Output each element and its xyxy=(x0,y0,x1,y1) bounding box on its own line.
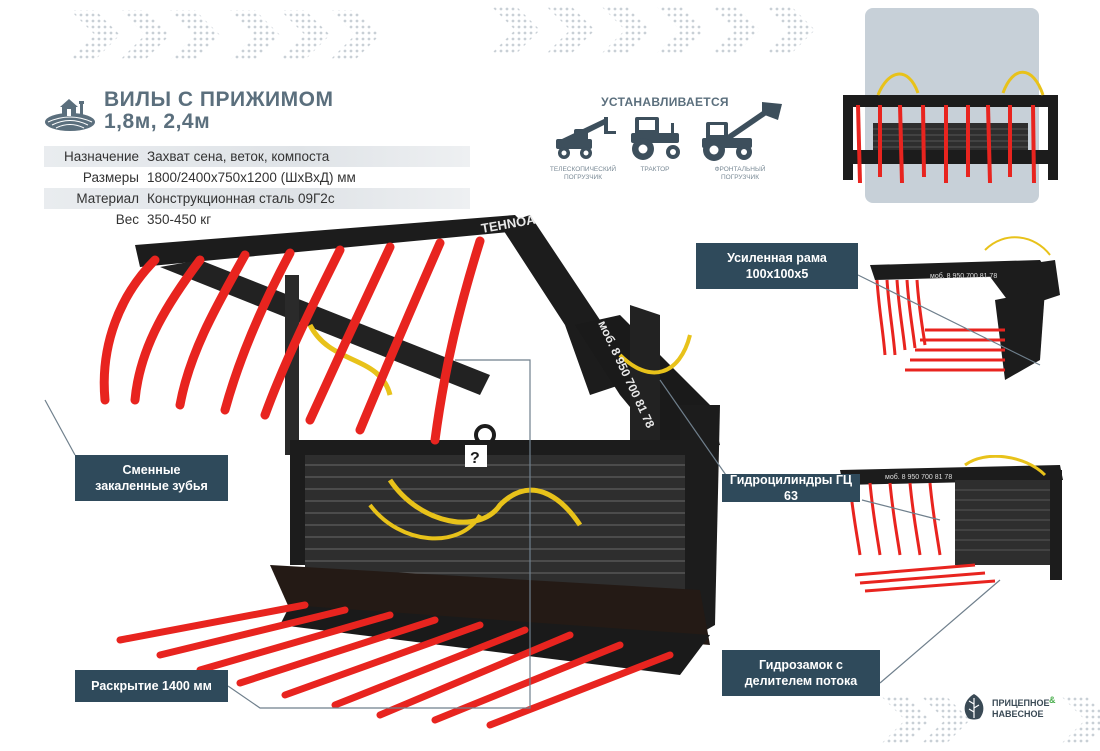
side-phone-text: моб. 8 950 700 81 78 xyxy=(930,272,997,280)
callout-replaceable-teeth: Сменные закаленные зубья xyxy=(75,455,228,501)
spec-row-material: Материал Конструкционная сталь 09Г2с xyxy=(44,188,470,209)
farm-icon xyxy=(45,99,95,131)
page-title: ВИЛЫ С ПРИЖИМОМ xyxy=(104,88,334,111)
svg-text:?: ? xyxy=(470,450,480,467)
side-image-side: моб. 8 950 700 81 78 xyxy=(870,236,1060,380)
callout-reinforced-frame: Усиленная рама 100х100х5 xyxy=(696,243,858,289)
brand-leaf-icon xyxy=(964,694,984,720)
caption-line: ПОГРУЗЧИК xyxy=(563,174,602,181)
brand-name-line1: ПРИЦЕПНОЕ xyxy=(992,698,1050,708)
product-markings: TEHNOA моб. 8 950 700 81 78 xyxy=(480,212,658,431)
decorative-chevrons-top xyxy=(70,5,815,60)
telehandler-icon xyxy=(556,117,616,159)
callout-text: Усиленная рама xyxy=(727,251,827,265)
spec-value: 1800/2400х750х1200 (ШхВхД) мм xyxy=(147,170,356,185)
callout-hydro-lock: Гидрозамок с делителем потока xyxy=(722,650,880,696)
callout-opening: Раскрытие 1400 мм xyxy=(75,670,228,702)
caption-line: ФРОНТАЛЬНЫЙ xyxy=(714,166,766,173)
side-image-perspective: моб. 8 950 700 81 78 xyxy=(840,455,1063,593)
spec-value: Захват сена, веток, компоста xyxy=(147,149,330,164)
spec-label: Материал xyxy=(76,191,139,206)
callout-text: Сменные xyxy=(122,463,181,477)
spec-row-purpose: Назначение Захват сена, веток, компоста xyxy=(44,146,470,167)
callout-hydro-cylinders: Гидроцилиндры ГЦ 63 xyxy=(722,473,860,503)
page-subtitle: 1,8м, 2,4м xyxy=(104,110,211,133)
tractor-caption: ТРАКТОР xyxy=(620,166,690,174)
spec-row-weight: Вес 350-450 кг xyxy=(44,209,470,230)
brand-logo: ПРИЦЕПНОЕ & НАВЕСНОЕ xyxy=(960,690,1090,730)
spec-label: Размеры xyxy=(82,170,139,185)
caption-line: ПОГРУЗЧИК xyxy=(720,174,759,181)
perspective-phone-text: моб. 8 950 700 81 78 xyxy=(885,473,952,481)
installs-heading: УСТАНАВЛИВАЕТСЯ xyxy=(601,95,729,109)
side-image-front xyxy=(843,70,1058,184)
callout-text: Раскрытие 1400 мм xyxy=(91,679,212,693)
front-loader-caption: ФРОНТАЛЬНЫЙ ПОГРУЗЧИК xyxy=(695,166,785,182)
callout-text: делителем потока xyxy=(744,674,858,688)
callout-text: Гидрозамок с xyxy=(759,658,843,672)
tractor-icon xyxy=(631,117,680,160)
callout-text: Гидроцилиндры ГЦ 63 xyxy=(729,473,853,503)
caption-line: ТЕЛЕСКОПИЧЕСКИЙ xyxy=(549,166,617,173)
title-block: ВИЛЫ С ПРИЖИМОМ 1,8м, 2,4м xyxy=(44,88,484,138)
front-loader-icon xyxy=(702,102,782,161)
brand-ampersand: & xyxy=(1049,695,1056,705)
spec-label: Вес xyxy=(115,212,139,227)
main-product-image: ? xyxy=(99,215,720,729)
brand-name-line2: НАВЕСНОЕ xyxy=(992,709,1044,719)
spec-label: Назначение xyxy=(63,149,139,164)
installs-section: УСТАНАВЛИВАЕТСЯ ТЕЛЕСКОПИЧЕСКИЙ ПОГРУЗЧИ… xyxy=(520,95,810,195)
callout-text: 100х100х5 xyxy=(745,267,809,281)
specs-table: Назначение Захват сена, веток, компоста … xyxy=(44,146,470,230)
callout-text: закаленные зубья xyxy=(95,479,208,493)
spec-value: 350-450 кг xyxy=(147,212,212,227)
caption-line: ТРАКТОР xyxy=(640,166,670,173)
decorative-chevrons-bottom xyxy=(880,695,1100,745)
telehandler-caption: ТЕЛЕСКОПИЧЕСКИЙ ПОГРУЗЧИК xyxy=(540,166,626,182)
spec-value: Конструкционная сталь 09Г2с xyxy=(147,191,335,206)
spec-row-dimensions: Размеры 1800/2400х750х1200 (ШхВхД) мм xyxy=(44,167,470,188)
